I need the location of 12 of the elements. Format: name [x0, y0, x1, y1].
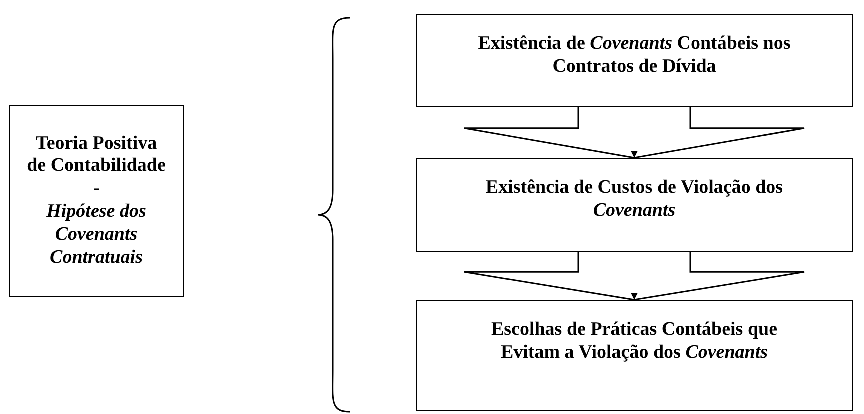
- block-arrow: [464, 251, 806, 301]
- box-text: Escolhas de Práticas Contábeis que Evitam a Violação dos Covenants: [490, 319, 779, 365]
- block-arrow: [464, 106, 806, 159]
- text-box: [416, 300, 853, 411]
- text-box: [416, 158, 853, 252]
- text-box: [416, 14, 853, 107]
- box-text: Hipótese dos Covenants Contratuais: [46, 201, 148, 270]
- box-text: -: [93, 178, 100, 201]
- box-heading: Teoria Positiva de Contabilidade: [26, 132, 167, 178]
- box-text: Existência de Covenants Contábeis nos Contratos de Dívida: [477, 33, 792, 79]
- box-text: Existência de Custos de Violação dos Covenants: [484, 177, 784, 223]
- text-box: [9, 105, 184, 297]
